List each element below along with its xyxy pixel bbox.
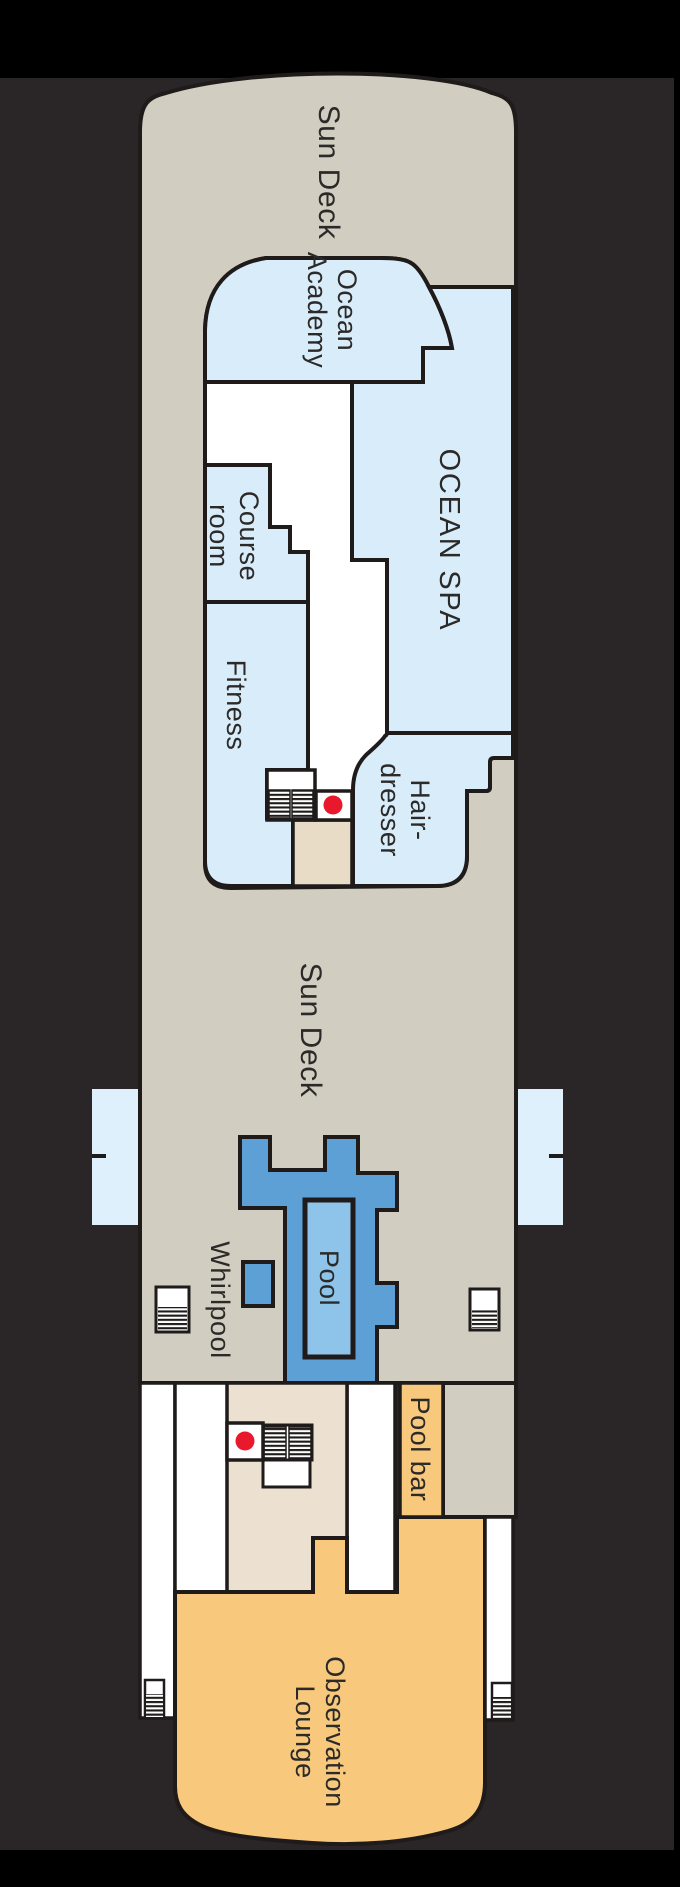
stairs-icon-stripes	[472, 1309, 497, 1328]
room-observation-lounge	[173, 1515, 487, 1847]
red-dot-marker	[323, 795, 343, 815]
stairs-icon	[263, 1426, 287, 1459]
whirlpool-basin	[241, 1260, 275, 1308]
stairs-icon-stripes	[146, 1694, 163, 1717]
forward-corridor	[291, 818, 354, 888]
room-ocean-academy	[203, 256, 455, 384]
stairs-icon-stripes	[493, 1697, 511, 1719]
stairs-icon-stripes	[158, 1307, 187, 1330]
stairs-icon	[288, 1426, 312, 1459]
stairs-icon	[291, 789, 314, 819]
pool-basin	[302, 1197, 356, 1360]
aft-landing-box	[261, 1458, 312, 1489]
stairs-icon	[268, 789, 291, 819]
red-dot-marker	[235, 1431, 255, 1451]
room-hairdresser	[351, 731, 515, 888]
aft-deck-strip	[441, 1381, 518, 1519]
promenade-port	[138, 1381, 177, 1720]
room-ocean-spa	[350, 285, 515, 735]
aft-corridor-white	[345, 1381, 397, 1594]
room-pool-bar	[398, 1381, 445, 1519]
